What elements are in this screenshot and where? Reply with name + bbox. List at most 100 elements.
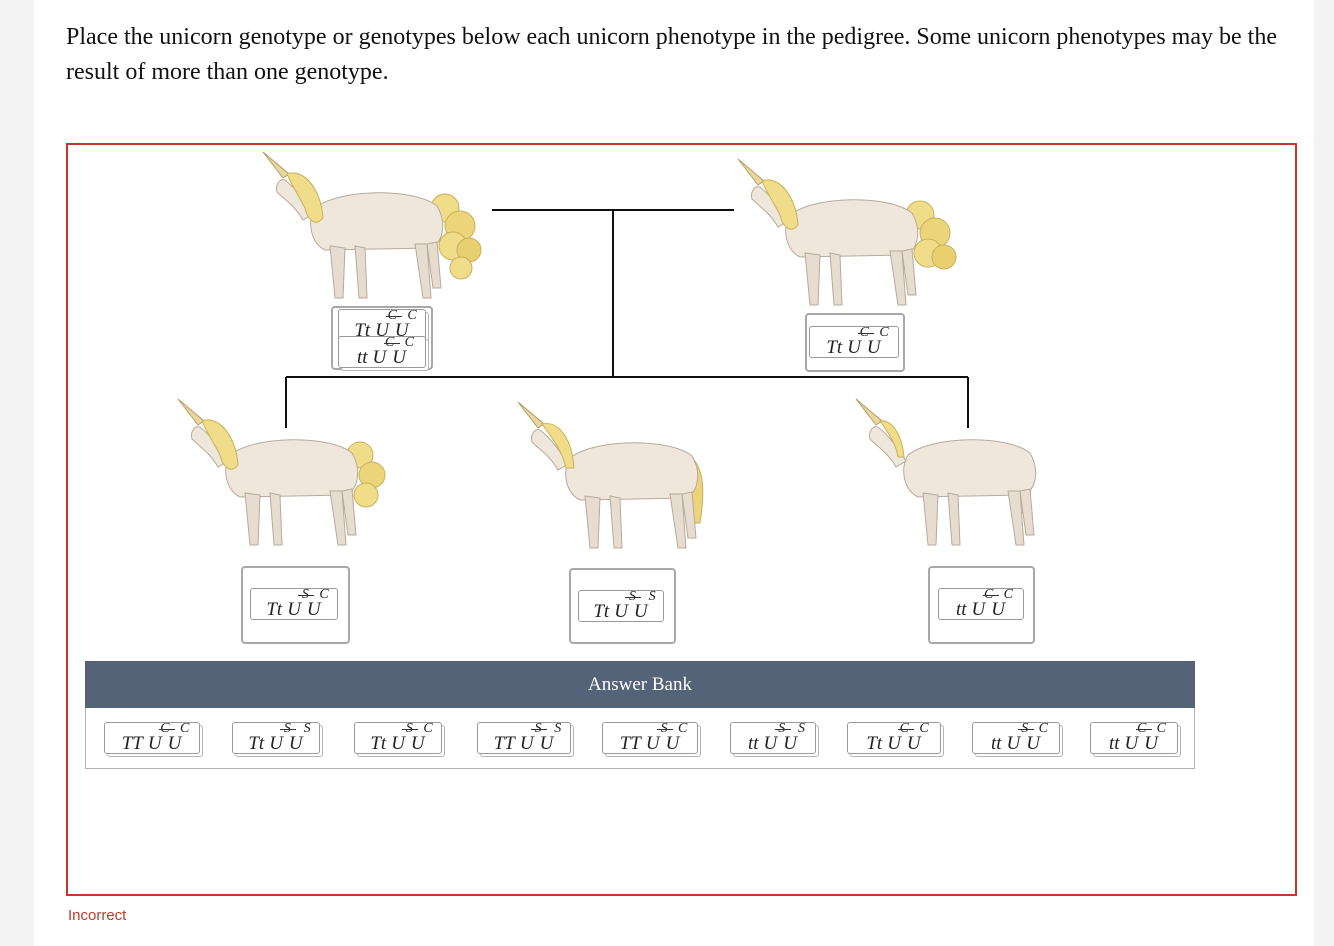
allele-superscript: S bbox=[301, 587, 309, 602]
allele-bracket bbox=[158, 729, 175, 730]
allele-superscript: S bbox=[778, 721, 786, 736]
allele-superscript: C bbox=[899, 721, 909, 736]
allele-superscript: C bbox=[859, 325, 869, 340]
allele-superscript: S bbox=[283, 721, 291, 736]
allele-superscript: S bbox=[534, 721, 542, 736]
allele-bracket bbox=[1017, 729, 1034, 730]
allele-superscript: S bbox=[648, 589, 656, 604]
allele-bracket bbox=[774, 729, 791, 730]
allele-superscript: C bbox=[404, 335, 415, 350]
unicorn-offspring-1-tail bbox=[346, 441, 386, 508]
allele-superscript: C bbox=[879, 325, 889, 340]
allele-superscript: C bbox=[1003, 587, 1014, 602]
allele-bracket bbox=[982, 595, 999, 596]
t-locus: tt bbox=[356, 347, 368, 368]
allele-superscript: S bbox=[303, 721, 311, 736]
allele-superscript: C bbox=[387, 308, 397, 323]
t-locus: tt bbox=[747, 733, 759, 754]
t-locus: Tt bbox=[826, 337, 843, 358]
allele-superscript: S bbox=[660, 721, 668, 736]
t-locus: Tt bbox=[593, 601, 610, 622]
t-locus: Tt bbox=[354, 320, 371, 341]
t-locus: TT bbox=[619, 733, 641, 754]
allele-superscript: C bbox=[919, 721, 929, 736]
t-locus: tt bbox=[990, 733, 1002, 754]
allele-bracket bbox=[625, 597, 642, 598]
unicorn-offspring-1 bbox=[177, 398, 386, 546]
allele-superscript: S bbox=[1021, 721, 1029, 736]
allele-superscript: C bbox=[677, 721, 688, 736]
allele-bracket bbox=[858, 333, 875, 334]
allele-superscript: S bbox=[798, 721, 806, 736]
unicorn-parent-1 bbox=[262, 151, 482, 299]
allele-bracket bbox=[402, 729, 419, 730]
allele-bracket bbox=[280, 729, 297, 730]
t-locus: tt bbox=[955, 599, 967, 620]
unicorn-parent-2 bbox=[737, 158, 957, 306]
allele-bracket bbox=[530, 729, 547, 730]
t-locus: Tt bbox=[866, 733, 883, 754]
allele-superscript: C bbox=[983, 587, 994, 602]
unicorn-offspring-3 bbox=[855, 398, 1037, 546]
t-locus: Tt bbox=[248, 733, 265, 754]
allele-superscript: C bbox=[384, 335, 395, 350]
unicorn-parent-2-tail bbox=[905, 200, 957, 270]
allele-superscript: C bbox=[1156, 721, 1167, 736]
allele-superscript: C bbox=[423, 721, 433, 736]
t-locus: Tt bbox=[370, 733, 387, 754]
t-locus: TT bbox=[121, 733, 143, 754]
allele-bracket bbox=[656, 729, 673, 730]
allele-superscript: C bbox=[1136, 721, 1147, 736]
t-locus: Tt bbox=[266, 599, 283, 620]
